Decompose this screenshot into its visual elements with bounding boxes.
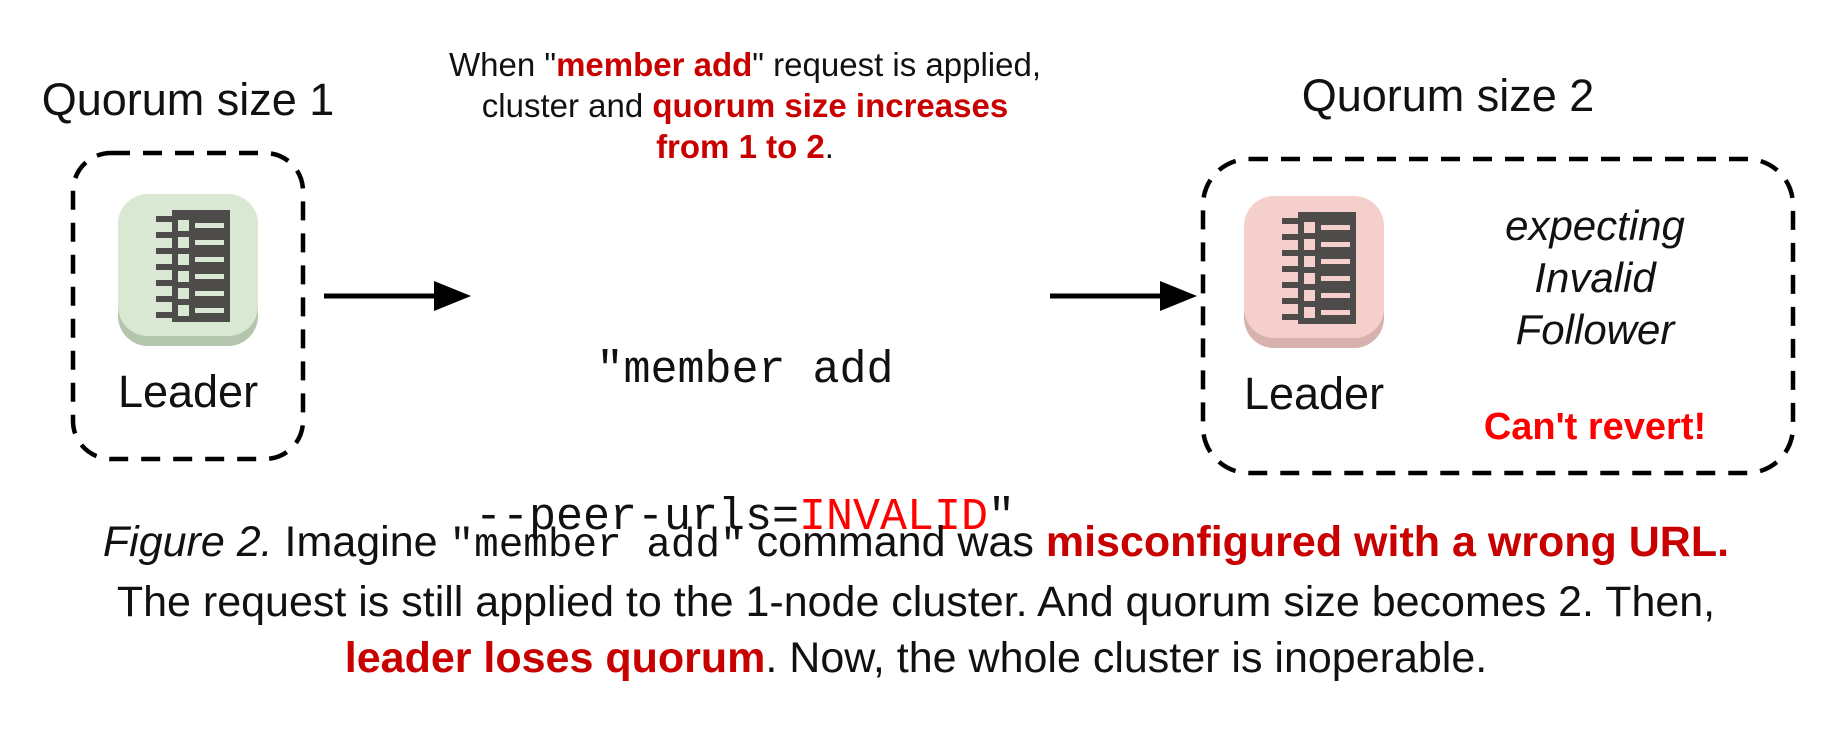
caption-line-1: Figure 2. Imagine "member add" command w… <box>0 514 1832 574</box>
command-inline-text: "member add" <box>449 523 745 569</box>
text-segment: When " <box>448 46 557 83</box>
left-cluster-boundary <box>70 150 306 462</box>
member-add-command: "member add --peer-urls=INVALID" <box>395 248 1095 640</box>
figure-number: Figure 2. <box>102 518 273 566</box>
caption-line-3: leader loses quorum. Now, the whole clus… <box>0 630 1832 686</box>
invalid-url-text: INVALID <box>799 492 989 543</box>
emphasis-text: quorum size increases <box>652 87 1009 124</box>
arrow-right-icon <box>324 281 471 311</box>
right-cluster-title: Quorum size 2 <box>1301 70 1595 121</box>
right-cluster-boundary <box>1200 156 1796 476</box>
expecting-follower-note: expecting Invalid Follower <box>1430 200 1760 356</box>
left-leader-label: Leader <box>117 366 259 417</box>
text-segment: command was <box>744 518 1046 566</box>
etcd-server-icon <box>118 194 258 346</box>
text-segment: Imagine <box>272 518 450 566</box>
member-add-annotation: When "member add" request is applied, cl… <box>395 44 1095 167</box>
etcd-server-icon <box>1244 196 1384 348</box>
emphasis-text: member add <box>556 46 753 83</box>
right-leader-label: Leader <box>1243 368 1385 419</box>
command-line-2: --peer-urls=INVALID" <box>395 493 1095 542</box>
text-segment: " request is applied, <box>752 46 1042 83</box>
figure-caption: Figure 2. Imagine "member add" command w… <box>0 514 1832 686</box>
expecting-line: Invalid <box>1534 254 1656 301</box>
text-segment: . <box>824 128 834 165</box>
annotation-line-3: from 1 to 2. <box>395 126 1095 167</box>
text-segment: " <box>988 492 1016 543</box>
emphasis-text: misconfigured with a wrong URL. <box>1045 518 1730 566</box>
expecting-line: expecting <box>1505 202 1685 249</box>
left-cluster-title: Quorum size 1 <box>41 74 335 125</box>
arrow-right-icon <box>1050 281 1197 311</box>
caption-line-2: The request is still applied to the 1-no… <box>116 578 1716 626</box>
text-segment: --peer-urls= <box>474 492 799 543</box>
cant-revert-warning: Can't revert! <box>1483 406 1707 448</box>
text-segment: . Now, the whole cluster is inoperable. <box>765 634 1488 682</box>
annotation-line-2: cluster and quorum size increases <box>395 85 1095 126</box>
emphasis-text: leader loses quorum <box>344 634 766 682</box>
text-segment: cluster and <box>481 87 653 124</box>
emphasis-text: from 1 to 2 <box>656 128 825 165</box>
expecting-line: Follower <box>1515 306 1675 353</box>
annotation-line-1: When "member add" request is applied, <box>395 44 1095 85</box>
command-line-1: "member add <box>596 345 894 396</box>
